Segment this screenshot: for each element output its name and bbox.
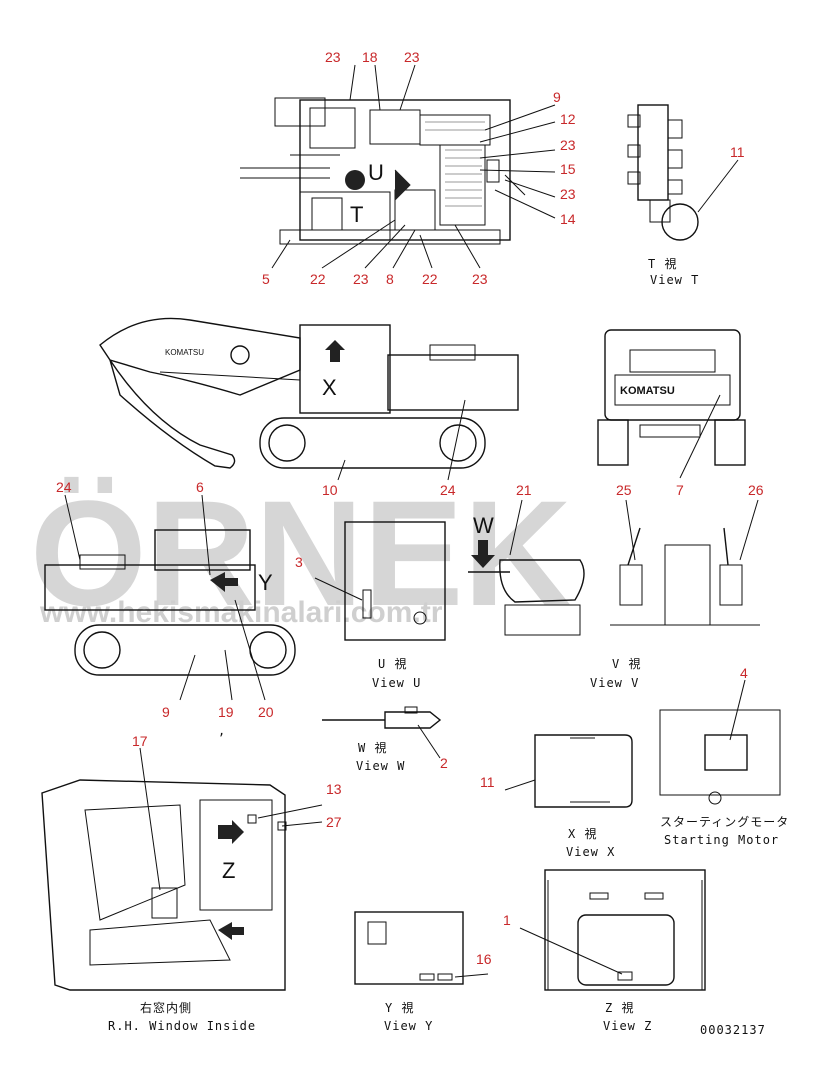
- callout-9-top: 9: [553, 89, 561, 105]
- rh-window-inside-drawing: Z 右窓内側 R.H. Window Inside: [41, 747, 323, 1033]
- callout-4: 4: [740, 665, 748, 681]
- boom-logo-text: KOMATSU: [165, 348, 204, 357]
- callout-22-right: 22: [422, 271, 438, 287]
- callout-24-side: 24: [440, 482, 456, 498]
- view-letter-u: U: [368, 160, 384, 185]
- callout-23-bottom-1: 23: [353, 271, 369, 287]
- view-z-caption-en: View Z: [603, 1019, 652, 1033]
- view-letter-w: W: [473, 513, 494, 538]
- rear-view-drawing: KOMATSU: [597, 329, 746, 479]
- comma-mark: ,: [218, 724, 226, 738]
- view-y-caption-jp: Y 視: [385, 1000, 414, 1015]
- rear-view-logo-text: KOMATSU: [620, 385, 675, 397]
- callout-23-right-2: 23: [560, 186, 576, 202]
- view-w-caption-jp: W 視: [358, 740, 387, 755]
- view-letter-t: T: [350, 202, 363, 227]
- rh-window-caption-en: R.H. Window Inside: [108, 1019, 256, 1033]
- callout-19: 19: [218, 704, 234, 720]
- callout-15: 15: [560, 161, 576, 177]
- callout-27: 27: [326, 814, 342, 830]
- callout-11-view-x: 11: [480, 774, 495, 790]
- starting-motor-caption-en: Starting Motor: [664, 833, 779, 847]
- callout-1: 1: [503, 912, 511, 928]
- view-u-caption-en: View U: [372, 676, 421, 690]
- watermark: ÖRNEK www.hekismakinalari.com.tr: [30, 469, 572, 637]
- left-side-view-drawing: Y: [44, 494, 296, 701]
- view-x-caption-en: View X: [566, 845, 615, 859]
- callout-22-left: 22: [310, 271, 326, 287]
- view-letter-x: X: [322, 375, 337, 400]
- view-x-caption-jp: X 視: [568, 826, 597, 841]
- callout-13: 13: [326, 781, 342, 797]
- view-v-caption-en: View V: [590, 676, 639, 690]
- callout-18: 18: [362, 49, 378, 65]
- callout-14: 14: [560, 211, 576, 227]
- callout-3: 3: [295, 554, 303, 570]
- view-y-caption-en: View Y: [384, 1019, 433, 1033]
- view-y-drawing: Y 視 View Y: [354, 911, 489, 1033]
- view-letter-y: Y: [258, 570, 273, 595]
- callout-23-right-1: 23: [560, 137, 576, 153]
- view-letter-z: Z: [222, 858, 235, 883]
- view-z-caption-jp: Z 視: [605, 1000, 634, 1015]
- callout-8: 8: [386, 271, 394, 287]
- callout-2: 2: [440, 755, 448, 771]
- view-u-caption-jp: U 視: [378, 656, 407, 671]
- callout-11-view-t: 11: [730, 144, 745, 160]
- callout-21: 21: [516, 482, 532, 498]
- rh-window-caption-jp: 右窓内側: [140, 1000, 192, 1015]
- watermark-url: www.hekismakinalari.com.tr: [39, 596, 443, 629]
- callout-23-top-right: 23: [404, 49, 420, 65]
- callout-9-bottom: 9: [162, 704, 170, 720]
- view-w-caption-en: View W: [356, 759, 405, 773]
- drawing-number: 00032137: [700, 1023, 766, 1037]
- view-t-caption-jp: T 視: [648, 256, 677, 271]
- view-t-drawing: T 視 View T: [627, 104, 739, 287]
- callout-5: 5: [262, 271, 270, 287]
- callout-24-left: 24: [56, 479, 72, 495]
- view-v-drawing: W V 視 View V: [468, 499, 760, 690]
- callout-12: 12: [560, 111, 576, 127]
- view-v-caption-jp: V 視: [612, 656, 641, 671]
- callout-16: 16: [476, 951, 492, 967]
- callout-10: 10: [322, 482, 338, 498]
- callout-23-bottom-2: 23: [472, 271, 488, 287]
- callout-25: 25: [616, 482, 632, 498]
- starting-motor-caption-jp: スターティングモータ: [660, 815, 789, 829]
- view-u-drawing: U 視 View U: [314, 521, 446, 690]
- callout-20: 20: [258, 704, 274, 720]
- view-w-drawing: W 視 View W: [322, 706, 442, 773]
- view-t-caption-en: View T: [650, 273, 699, 287]
- callout-17: 17: [132, 733, 148, 749]
- view-x-drawing: X 視 View X: [504, 734, 633, 859]
- callout-7: 7: [676, 482, 684, 498]
- view-z-drawing: Z 視 View Z: [519, 869, 706, 1033]
- callout-23-top-left: 23: [325, 49, 341, 65]
- top-view-drawing: U T: [240, 64, 556, 269]
- starting-motor-drawing: スターティングモータ Starting Motor: [659, 679, 789, 847]
- callout-26: 26: [748, 482, 764, 498]
- callout-6: 6: [196, 479, 204, 495]
- side-view-drawing: X KOMATSU: [99, 317, 519, 481]
